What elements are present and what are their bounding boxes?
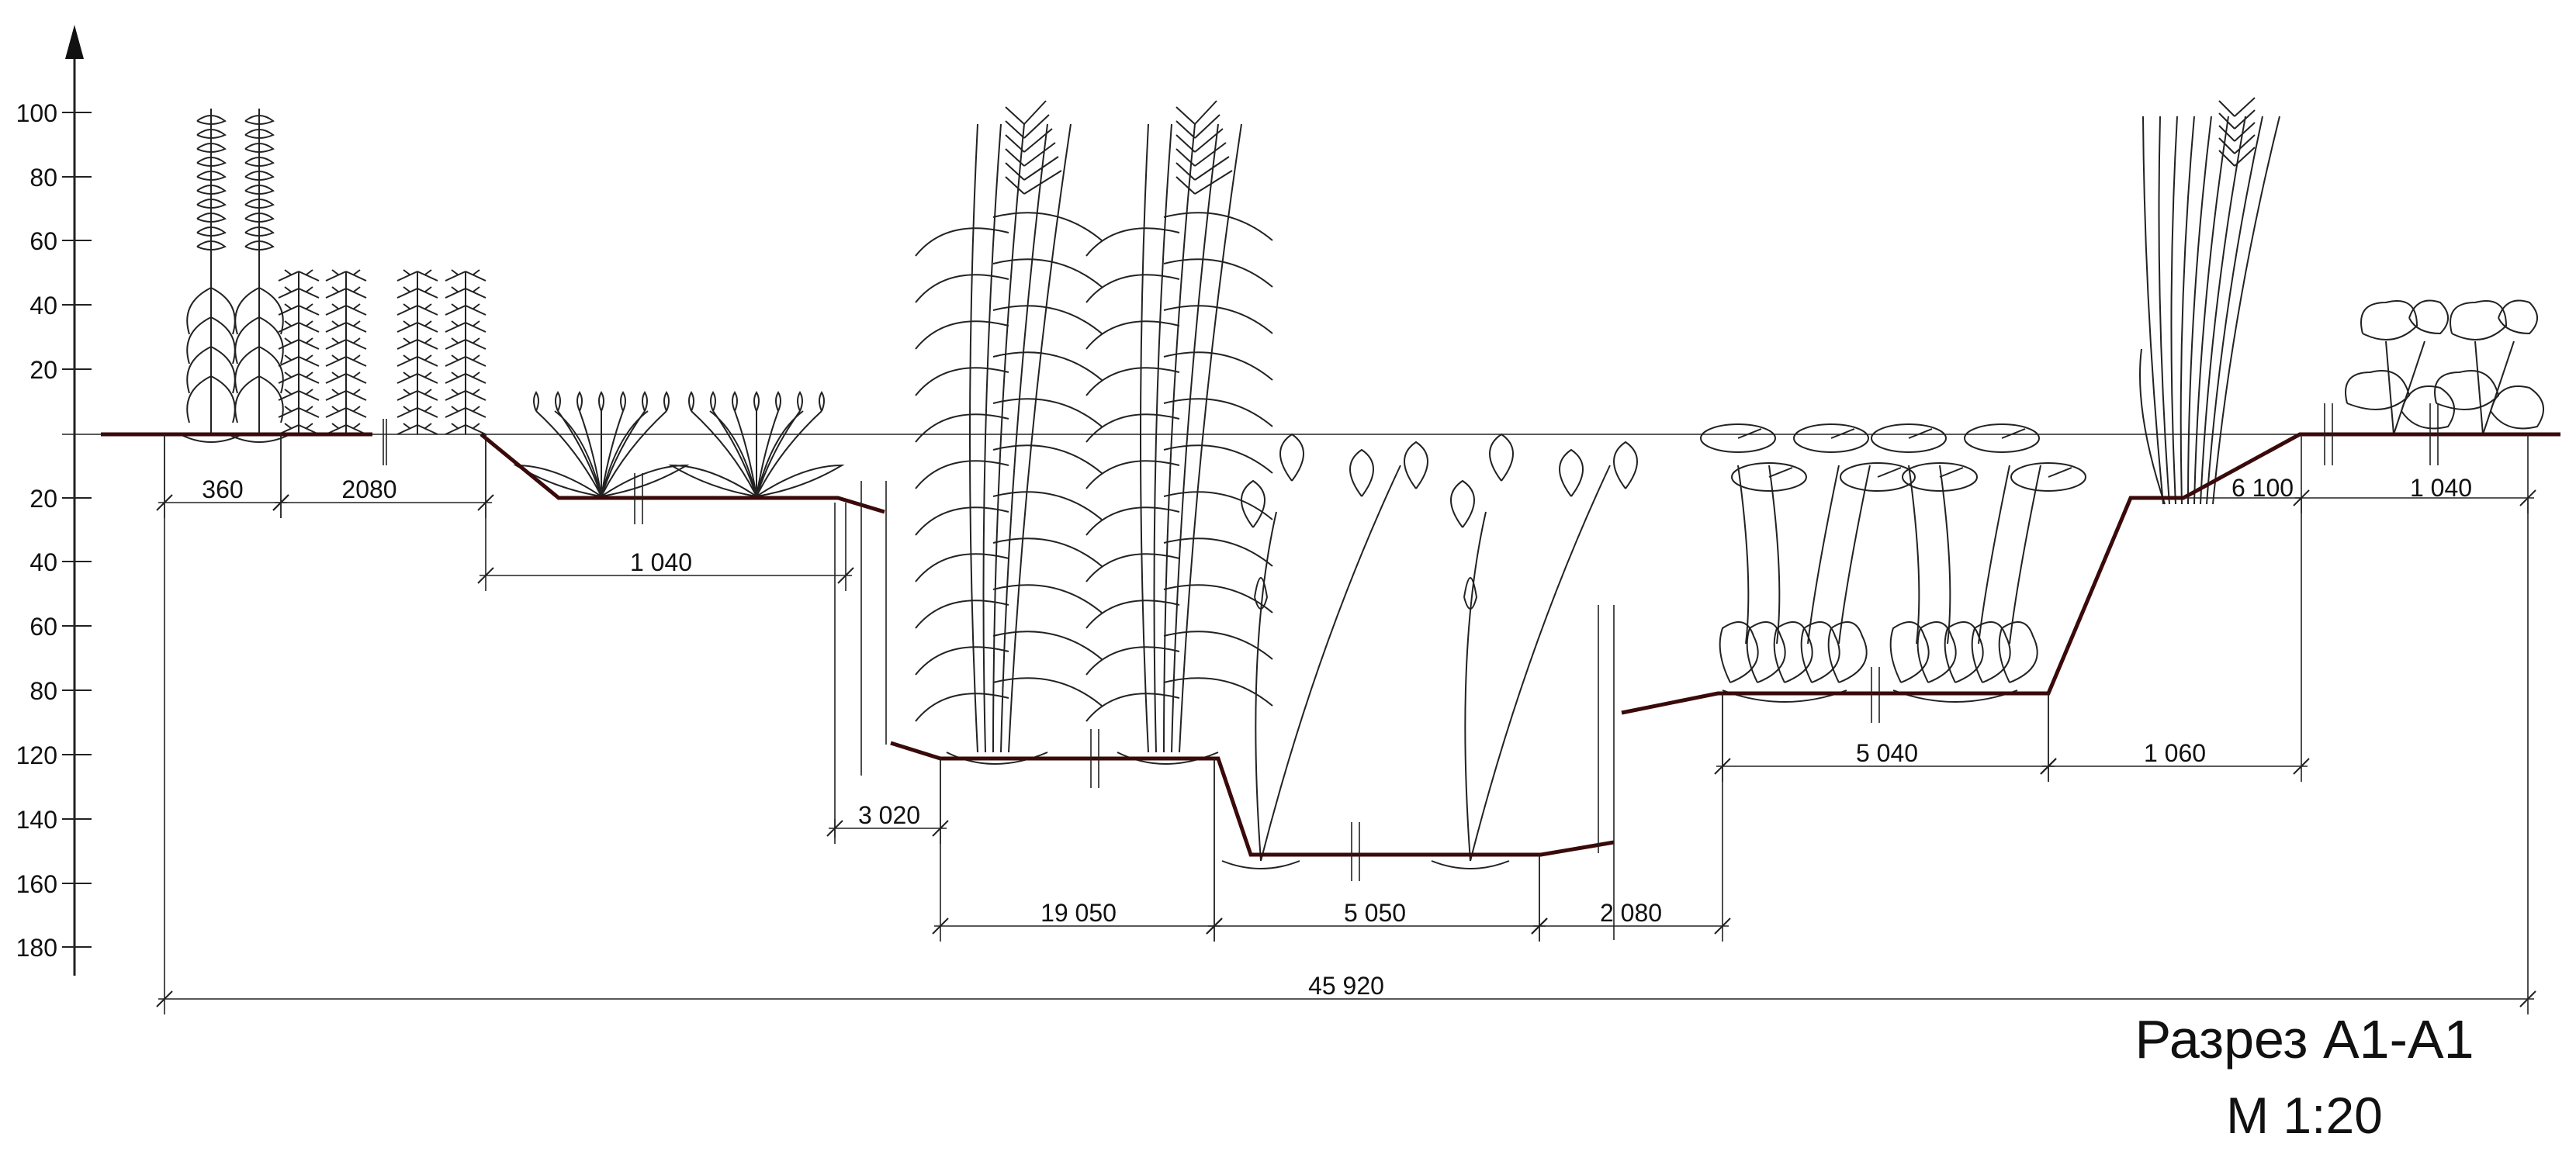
- marsh-marigold-icon: [2434, 299, 2544, 435]
- axis-tick-label: 60: [29, 227, 57, 255]
- bushy-herb-icon: [445, 269, 486, 435]
- dimension-label: 1 040: [630, 548, 692, 576]
- marsh-marigold-icon: [2345, 299, 2455, 435]
- axis-tick-label: 20: [29, 356, 57, 384]
- loosestrife-spike-icon: [179, 109, 243, 443]
- axis-tick-label: 140: [16, 806, 57, 834]
- dimension-label: 1 040: [2410, 474, 2472, 502]
- dimension-label: 5 040: [1856, 739, 1918, 767]
- bushy-herb-icon: [278, 269, 320, 435]
- arrowhead-plant-icon: [1221, 433, 1428, 869]
- common-reed-icon: [915, 100, 1103, 765]
- axis-tick-label: 40: [29, 548, 57, 576]
- axis-tick-label: 60: [29, 613, 57, 641]
- dimension-label: 3 020: [858, 801, 920, 829]
- dimension-label: 2 080: [1600, 899, 1662, 927]
- dimension-label: 2080: [341, 475, 396, 503]
- water-lily-icon: [1700, 423, 1916, 703]
- axis-tick-label: 80: [29, 677, 57, 705]
- dimension-label: 5 050: [1344, 899, 1406, 927]
- bushy-herb-icon: [396, 269, 438, 435]
- loosestrife-spike-icon: [227, 109, 291, 443]
- arrowhead-plant-icon: [1431, 433, 1638, 869]
- axis-tick-label: 100: [16, 99, 57, 127]
- dimension-label: 360: [202, 475, 243, 503]
- axis-tick-label: 160: [16, 870, 57, 898]
- water-lily-icon: [1871, 423, 2086, 703]
- bushy-herb-icon: [325, 269, 367, 435]
- axis-tick-label: 80: [29, 164, 57, 192]
- common-reed-icon: [1085, 100, 1273, 765]
- water-plantain-icon: [668, 391, 845, 497]
- vertical-axis: 100 80 60 40 20 20 40 60 80 120 140 160 180: [16, 25, 92, 976]
- dimension-label: 1 060: [2144, 739, 2206, 767]
- dimension-label: 45 920: [1308, 972, 1384, 1000]
- dimension-lines: 360 2080 1 040 3 020 19 050 5 050 2 080 5 040 1 …: [156, 403, 2536, 1014]
- plant-illustrations: [179, 97, 2544, 869]
- ground-profile: [101, 432, 2560, 857]
- water-plantain-icon: [513, 391, 690, 497]
- grass-clump-icon: [2139, 97, 2280, 505]
- section-title: Разрез А1-А1: [2135, 1009, 2474, 1070]
- axis-tick-label: 120: [16, 741, 57, 769]
- scale-label: М 1:20: [2226, 1087, 2383, 1144]
- dimension-label: 6 100: [2231, 474, 2294, 502]
- axis-tick-label: 20: [29, 485, 57, 513]
- axis-tick-label: 180: [16, 934, 57, 962]
- axis-tick-label: 40: [29, 292, 57, 320]
- dimension-label: 19 050: [1040, 899, 1117, 927]
- axis-arrow-icon: [65, 25, 84, 59]
